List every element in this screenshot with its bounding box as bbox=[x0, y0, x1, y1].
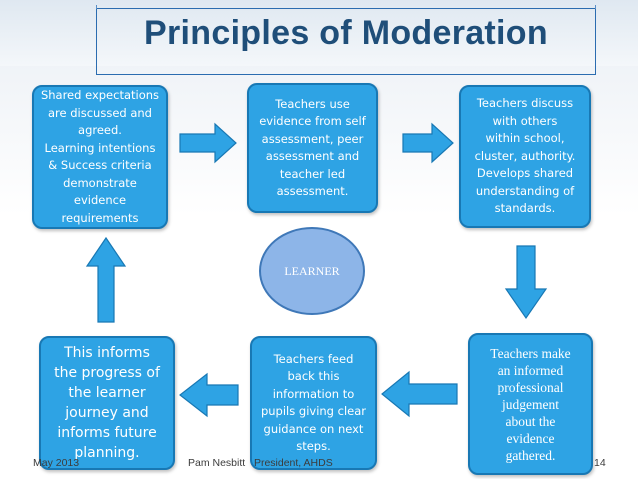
page-title: Principles of Moderation bbox=[144, 14, 548, 52]
box-teachers-use-text: Teachers use evidence from self assessme… bbox=[259, 96, 366, 199]
arrow-left-2 bbox=[179, 372, 239, 418]
learner-label: LEARNER bbox=[284, 263, 340, 278]
arrow-left-1 bbox=[381, 370, 458, 418]
box-teachers-make-text: Teachers make an informed professional j… bbox=[490, 345, 571, 463]
arrow-right-1 bbox=[179, 122, 237, 164]
box-teachers-use: Teachers use evidence from self assessme… bbox=[247, 83, 378, 213]
box-teachers-feed: Teachers feed back this information to p… bbox=[250, 336, 377, 470]
box-teachers-discuss: Teachers discuss with others within scho… bbox=[459, 85, 591, 228]
footer-author: Pam Nesbitt President, AHDS bbox=[188, 457, 333, 469]
footer-date: May 2013 bbox=[33, 457, 80, 469]
box-teachers-feed-text: Teachers feed back this information to p… bbox=[260, 351, 367, 454]
box-teachers-discuss-text: Teachers discuss with others within scho… bbox=[474, 96, 576, 216]
box-this-informs-text: This informs the progress of the learner… bbox=[54, 345, 160, 461]
box-shared-expectations: Shared expectations are discussed and ag… bbox=[32, 85, 168, 229]
learner-circle: LEARNER bbox=[259, 227, 365, 315]
title-band bbox=[0, 0, 638, 66]
box-this-informs: This informs the progress of the learner… bbox=[39, 336, 175, 470]
box-shared-expectations-text: Shared expectations are discussed and ag… bbox=[40, 88, 160, 225]
box-teachers-make: Teachers make an informed professional j… bbox=[468, 333, 593, 475]
footer-page-number: 14 bbox=[594, 457, 606, 469]
title-frame bbox=[96, 5, 596, 75]
arrow-up bbox=[85, 236, 127, 323]
arrow-right-2 bbox=[402, 122, 454, 164]
arrow-down bbox=[504, 245, 548, 320]
